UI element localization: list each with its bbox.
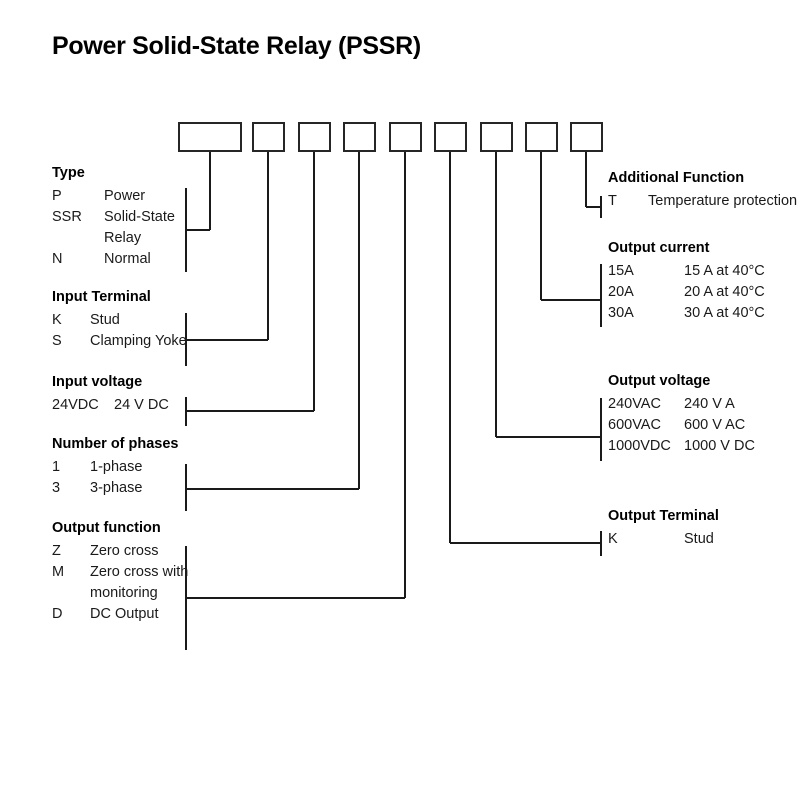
legend-row: P Power [52, 186, 175, 207]
legend-row: monitoring [52, 583, 188, 604]
legend-row: 3 3-phase [52, 478, 179, 499]
legend-code: K [608, 531, 618, 547]
legend-desc: Power [104, 188, 146, 204]
legend-row: 1 1-phase [52, 457, 179, 478]
legend-desc: 240 V A [684, 396, 735, 412]
legend-row: M Zero cross with [52, 562, 188, 583]
legend-code: 600VAC [608, 417, 661, 433]
legend-group-number-of-phases: Number of phases 1 1-phase 3 3-phase [52, 436, 179, 499]
legend-desc: Stud [684, 531, 714, 547]
legend-desc: 1-phase [90, 459, 143, 475]
legend-desc: 600 V AC [684, 417, 746, 433]
legend-row: N Normal [52, 249, 175, 270]
legend-heading-output-terminal: Output Terminal [608, 508, 719, 524]
legend-desc: Clamping Yoke [90, 333, 187, 349]
box-output-function[interactable] [389, 122, 422, 152]
legend-row: 1000VDC 1000 V DC [608, 436, 755, 457]
legend-row: 20A 20 A at 40°C [608, 282, 765, 303]
box-output-voltage[interactable] [480, 122, 513, 152]
legend-code: Z [52, 543, 61, 559]
legend-desc: 15 A at 40°C [684, 263, 765, 279]
legend-code: D [52, 606, 63, 622]
legend-group-output-function: Output function Z Zero cross M Zero cros… [52, 520, 188, 625]
legend-desc: monitoring [90, 585, 158, 601]
legend-heading-type: Type [52, 165, 85, 181]
legend-code: 30A [608, 305, 634, 321]
legend-desc: Zero cross [90, 543, 159, 559]
legend-row: S Clamping Yoke [52, 331, 187, 352]
legend-group-input-voltage: Input voltage 24VDC 24 V DC [52, 374, 169, 416]
legend-group-additional-function: Additional Function T Temperature protec… [608, 170, 797, 212]
legend-desc: 3-phase [90, 480, 143, 496]
box-type[interactable] [178, 122, 242, 152]
legend-row: SSR Solid-State [52, 207, 175, 228]
legend-row: Relay [52, 228, 175, 249]
legend-code: S [52, 333, 62, 349]
box-additional-function[interactable] [570, 122, 603, 152]
legend-row: 240VAC 240 V A [608, 394, 755, 415]
legend-desc: Stud [90, 312, 120, 328]
legend-code: M [52, 564, 65, 580]
legend-code: 3 [52, 480, 61, 496]
legend-desc: 1000 V DC [684, 438, 755, 454]
legend-row: T Temperature protection [608, 191, 797, 212]
legend-code: 1 [52, 459, 61, 475]
legend-code: P [52, 188, 62, 204]
legend-row: Z Zero cross [52, 541, 188, 562]
legend-desc: 20 A at 40°C [684, 284, 765, 300]
legend-row: 600VAC 600 V AC [608, 415, 755, 436]
legend-row: K Stud [608, 529, 719, 550]
legend-heading-additional-function: Additional Function [608, 170, 745, 186]
box-output-terminal[interactable] [434, 122, 467, 152]
legend-desc: DC Output [90, 606, 159, 622]
legend-group-output-current: Output current 15A 15 A at 40°C 20A 20 A… [608, 240, 765, 324]
box-number-of-phases[interactable] [343, 122, 376, 152]
legend-desc: Relay [104, 230, 142, 246]
legend-heading-input-terminal: Input Terminal [52, 289, 151, 305]
legend-heading-output-voltage: Output voltage [608, 373, 711, 389]
legend-code: 24VDC [52, 397, 99, 413]
legend-heading-output-function: Output function [52, 520, 161, 536]
legend-row: D DC Output [52, 604, 188, 625]
legend-heading-input-voltage: Input voltage [52, 374, 143, 390]
legend-group-output-voltage: Output voltage 240VAC 240 V A 600VAC 600… [608, 373, 755, 457]
legend-group-output-terminal: Output Terminal K Stud [608, 508, 719, 550]
legend-code: T [608, 193, 617, 209]
legend-code: K [52, 312, 62, 328]
legend-code: SSR [52, 209, 82, 225]
legend-code: 240VAC [608, 396, 661, 412]
legend-row: 24VDC 24 V DC [52, 395, 169, 416]
legend-row: 30A 30 A at 40°C [608, 303, 765, 324]
legend-row: K Stud [52, 310, 187, 331]
legend-desc: Solid-State [104, 209, 175, 225]
legend-group-input-terminal: Input Terminal K Stud S Clamping Yoke [52, 289, 187, 352]
legend-code: 1000VDC [608, 438, 671, 454]
legend-desc: Normal [104, 251, 151, 267]
legend-desc: Zero cross with [90, 564, 189, 580]
legend-code: 15A [608, 263, 634, 279]
box-input-terminal[interactable] [252, 122, 285, 152]
legend-code: N [52, 251, 63, 267]
legend-desc: Temperature protection [648, 193, 798, 209]
box-output-current[interactable] [525, 122, 558, 152]
legend-desc: 24 V DC [114, 397, 169, 413]
legend-group-type: Type P Power SSR Solid-State Relay N Nor… [52, 165, 175, 270]
legend-row: 15A 15 A at 40°C [608, 261, 765, 282]
legend-code: 20A [608, 284, 634, 300]
box-input-voltage[interactable] [298, 122, 331, 152]
page-title: Power Solid-State Relay (PSSR) [52, 32, 421, 60]
legend-desc: 30 A at 40°C [684, 305, 765, 321]
legend-heading-output-current: Output current [608, 240, 710, 256]
legend-heading-number-of-phases: Number of phases [52, 436, 179, 452]
